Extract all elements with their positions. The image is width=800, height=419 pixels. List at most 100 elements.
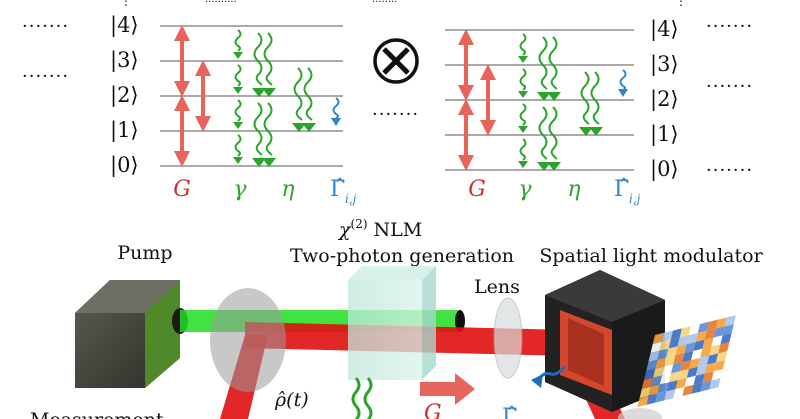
- right-label-gammahat: Γ̂: [614, 177, 629, 202]
- right-label-G: G: [468, 177, 486, 202]
- slm-pixel: [668, 371, 680, 383]
- slm-pixel: [637, 395, 649, 407]
- slm-pixel: [704, 328, 716, 340]
- left-gammahat-decay: [332, 97, 340, 119]
- slm-pixel: [707, 353, 719, 365]
- right-ket-1: |1⟩: [650, 122, 679, 147]
- slm-pixel: [657, 382, 669, 394]
- slm-pixel: [711, 369, 723, 381]
- slm-pixel: [650, 375, 662, 387]
- slm-pixel: [722, 324, 734, 336]
- slm-pixel: [693, 373, 705, 385]
- slm-pixel: [682, 351, 694, 363]
- left-label-gammahat-sub: i,j: [345, 192, 357, 206]
- right-ellipsis-top: ·······: [706, 16, 753, 37]
- slm-pixel: [653, 366, 665, 378]
- slm-pixel: [646, 359, 658, 371]
- right-eta-heads: [537, 92, 603, 171]
- slm-pixel: [709, 378, 721, 390]
- slm-phase-pattern: [637, 315, 736, 407]
- slm-pixel: [713, 360, 725, 372]
- right-ket-4: |4⟩: [650, 17, 679, 42]
- slm-pixel: [664, 355, 676, 367]
- setup-label-G: G: [424, 401, 442, 419]
- slm-pixel: [682, 384, 694, 396]
- left-label-eta: η: [281, 177, 294, 202]
- right-ellipsis-bottom: ·······: [706, 160, 753, 181]
- emitted-photons: [351, 377, 373, 419]
- slm-pixel: [675, 378, 687, 390]
- beam-splitter: [210, 288, 286, 392]
- two-photon-label: Two-photon generation: [290, 245, 514, 267]
- slm-pixel: [661, 330, 673, 342]
- left-gamma-decays: [234, 29, 242, 157]
- slm-pixel: [697, 321, 709, 333]
- pump-laser: [75, 280, 188, 388]
- right-gammahat-decay: [619, 69, 627, 91]
- slm-pixel: [720, 333, 732, 345]
- center-ellipsis-cut: ········: [372, 0, 397, 8]
- slm-pixel: [673, 387, 685, 399]
- slm-pixel: [650, 341, 662, 353]
- measurement-label: Measurement: [30, 409, 164, 419]
- right-gamma-heads: [518, 56, 528, 168]
- right-ket-3: |3⟩: [650, 52, 679, 77]
- slm-pixel: [670, 328, 682, 340]
- setup-gammahat-glyph: Γ̂: [502, 405, 517, 419]
- slm-pixel: [684, 342, 696, 354]
- tensor-product-symbol: ······· ········: [372, 0, 419, 125]
- left-ellipsis-top: ·······: [22, 16, 69, 37]
- slm-pixel: [715, 317, 727, 329]
- slm-pixel: [691, 382, 703, 394]
- slm-pixel: [718, 342, 730, 354]
- slm-pixel: [691, 348, 703, 360]
- slm-pixel: [688, 324, 700, 336]
- slm-pixel: [700, 346, 712, 358]
- right-gamma-decays: [519, 33, 527, 161]
- loss-arrow-head: [531, 374, 543, 388]
- right-ellipsis-mid: ·······: [706, 76, 753, 97]
- slm-pixel: [679, 326, 691, 338]
- slm-device: [545, 270, 665, 412]
- slm-pixel: [693, 339, 705, 351]
- slm-pixel: [686, 333, 698, 345]
- left-label-gammahat: Γ̂: [330, 177, 345, 202]
- slm-pixel: [704, 362, 716, 374]
- rho-label: ρ̂(t): [274, 389, 309, 411]
- slm-pixel: [664, 389, 676, 401]
- left-label-gamma: γ: [233, 177, 247, 202]
- slm-pixel: [657, 348, 669, 360]
- left-ellipsis-mid: ·······: [22, 66, 69, 87]
- right-label-gamma: γ: [518, 177, 532, 202]
- slm-pixel: [713, 326, 725, 338]
- lens-label: Lens: [474, 276, 520, 298]
- slm-pixel: [644, 368, 656, 380]
- slm-pixel: [716, 351, 728, 363]
- left-gammahat-head: [331, 118, 341, 126]
- slm-pixel: [659, 339, 671, 351]
- slm-pixel: [662, 364, 674, 376]
- slm-pixel: [695, 330, 707, 342]
- right-eta-decays: [538, 36, 600, 160]
- slm-pixel: [689, 357, 701, 369]
- right-label-gammahat-sub: i,j: [629, 192, 641, 206]
- slm-pixel: [668, 337, 680, 349]
- right-gammahat-head: [618, 89, 628, 97]
- left-ket-0: |0⟩: [110, 153, 139, 178]
- slm-pixel: [671, 362, 683, 374]
- slm-pixel: [655, 391, 667, 403]
- slm-pixel: [666, 380, 678, 392]
- right-ket-0: |0⟩: [650, 157, 679, 182]
- slm-pixel: [639, 386, 651, 398]
- setup-labels: Pump χ(2) NLM Two-photon generation Spat…: [30, 217, 764, 419]
- slm-pixel: [677, 335, 689, 347]
- right-level-lines: [445, 29, 634, 171]
- left-ket-1: |1⟩: [110, 118, 139, 143]
- left-ket-4: |4⟩: [110, 13, 139, 38]
- left-label-G: G: [173, 177, 191, 202]
- slm-pixel: [673, 353, 685, 365]
- left-drive-arrows: [174, 25, 211, 167]
- right-drive-arrows: [458, 29, 496, 171]
- nlm-crystal: [348, 266, 436, 380]
